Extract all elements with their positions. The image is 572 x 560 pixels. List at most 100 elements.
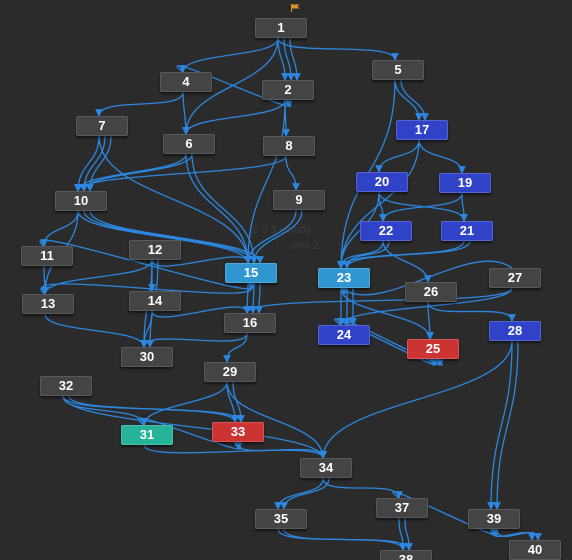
node-label: 5 xyxy=(394,62,402,77)
edge-2-to-6 xyxy=(182,99,286,135)
node-11[interactable]: 11 xyxy=(21,246,73,266)
node-34[interactable]: 34 xyxy=(300,458,352,478)
node-label: 25 xyxy=(425,341,441,356)
edge-24-to-25 xyxy=(340,318,444,367)
node-label: 38 xyxy=(398,552,414,560)
node-5[interactable]: 5 xyxy=(372,60,424,80)
node-28[interactable]: 28 xyxy=(489,321,541,341)
node-label: 35 xyxy=(273,511,289,526)
edge-29-to-31 xyxy=(140,381,228,426)
node-label: 7 xyxy=(98,118,106,133)
node-31[interactable]: 31 xyxy=(121,425,173,445)
node-19[interactable]: 19 xyxy=(439,173,491,193)
node-25[interactable]: 25 xyxy=(407,339,459,359)
node-24[interactable]: 24 xyxy=(318,325,370,345)
edge-28-to-39 xyxy=(487,340,513,510)
node-39[interactable]: 39 xyxy=(468,509,520,529)
node-label: 29 xyxy=(222,364,238,379)
watermark-line-1: 2 0 3 cloudy xyxy=(252,224,312,236)
node-4[interactable]: 4 xyxy=(160,72,212,92)
edge-27-to-24 xyxy=(337,287,513,326)
node-27[interactable]: 27 xyxy=(489,268,541,288)
node-10[interactable]: 10 xyxy=(55,191,107,211)
node-label: 27 xyxy=(507,270,523,285)
node-30[interactable]: 30 xyxy=(121,347,173,367)
edge-13-to-30 xyxy=(44,313,148,348)
node-label: 8 xyxy=(285,138,293,153)
edge-7-to-15 xyxy=(98,135,252,264)
node-label: 12 xyxy=(147,242,163,257)
edge-16-to-30 xyxy=(140,332,248,348)
node-label: 26 xyxy=(423,284,439,299)
node-14[interactable]: 14 xyxy=(129,291,181,311)
node-label: 13 xyxy=(40,296,56,311)
edge-37-to-38 xyxy=(404,517,413,551)
edge-28-to-34 xyxy=(319,340,513,459)
edge-10-to-11 xyxy=(40,210,79,247)
edge-31-to-34 xyxy=(143,444,327,459)
node-label: 4 xyxy=(182,74,190,89)
edge-34-to-35 xyxy=(280,477,330,510)
node-13[interactable]: 13 xyxy=(22,294,74,314)
edge-16-to-29 xyxy=(223,332,248,363)
node-label: 22 xyxy=(378,223,394,238)
node-35[interactable]: 35 xyxy=(255,509,307,529)
edge-17-to-20 xyxy=(375,139,420,173)
node-6[interactable]: 6 xyxy=(163,134,215,154)
edge-1-to-4 xyxy=(179,37,279,73)
edge-19-to-22 xyxy=(379,192,463,222)
edge-39-to-40 xyxy=(490,528,536,541)
edge-23-to-25 xyxy=(340,287,434,340)
node-label: 23 xyxy=(336,270,352,285)
flag-icon xyxy=(291,4,300,12)
edge-2-to-15 xyxy=(244,99,286,264)
edge-6-to-10 xyxy=(80,153,193,192)
node-37[interactable]: 37 xyxy=(376,498,428,518)
node-33[interactable]: 33 xyxy=(212,422,264,442)
edge-37-to-39 xyxy=(392,491,499,537)
node-32[interactable]: 32 xyxy=(40,376,92,396)
edge-11-to-13 xyxy=(41,265,49,295)
node-29[interactable]: 29 xyxy=(204,362,256,382)
node-12[interactable]: 12 xyxy=(129,240,181,260)
node-20[interactable]: 20 xyxy=(356,172,408,192)
node-2[interactable]: 2 xyxy=(262,80,314,100)
edge-21-to-23 xyxy=(343,240,471,269)
edge-8-to-10 xyxy=(74,155,287,192)
node-38[interactable]: 38 xyxy=(380,550,432,560)
edge-4-to-7 xyxy=(95,91,184,117)
edge-12-to-13 xyxy=(41,259,153,295)
node-label: 19 xyxy=(457,175,473,190)
node-8[interactable]: 8 xyxy=(263,136,315,156)
edge-5-to-17 xyxy=(400,79,429,121)
edge-15-to-16 xyxy=(243,282,251,314)
node-label: 10 xyxy=(73,193,89,208)
node-40[interactable]: 40 xyxy=(509,540,561,560)
edge-6-to-15 xyxy=(191,153,258,264)
node-label: 37 xyxy=(394,500,410,515)
edge-7-to-10 xyxy=(74,135,100,192)
node-16[interactable]: 16 xyxy=(224,313,276,333)
node-label: 20 xyxy=(374,174,390,189)
node-label: 11 xyxy=(40,248,54,263)
node-1[interactable]: 1 xyxy=(255,18,307,38)
edge-32-to-33 xyxy=(68,395,245,423)
edge-10-to-15 xyxy=(83,210,258,264)
edge-32-to-31 xyxy=(62,395,148,426)
edge-10-to-15 xyxy=(89,210,264,264)
edge-33-to-34 xyxy=(234,441,327,459)
node-9[interactable]: 9 xyxy=(273,190,325,210)
node-label: 39 xyxy=(486,511,502,526)
edge-6-to-15 xyxy=(185,153,252,264)
node-17[interactable]: 17 xyxy=(396,120,448,140)
edge-1-to-2 xyxy=(283,37,295,81)
node-label: 31 xyxy=(139,427,155,442)
node-22[interactable]: 22 xyxy=(360,221,412,241)
node-7[interactable]: 7 xyxy=(76,116,128,136)
node-label: 24 xyxy=(336,327,352,342)
node-21[interactable]: 21 xyxy=(441,221,493,241)
node-15[interactable]: 15 xyxy=(225,263,277,283)
edge-12-to-15 xyxy=(151,256,252,267)
node-23[interactable]: 23 xyxy=(318,268,370,288)
node-26[interactable]: 26 xyxy=(405,282,457,302)
